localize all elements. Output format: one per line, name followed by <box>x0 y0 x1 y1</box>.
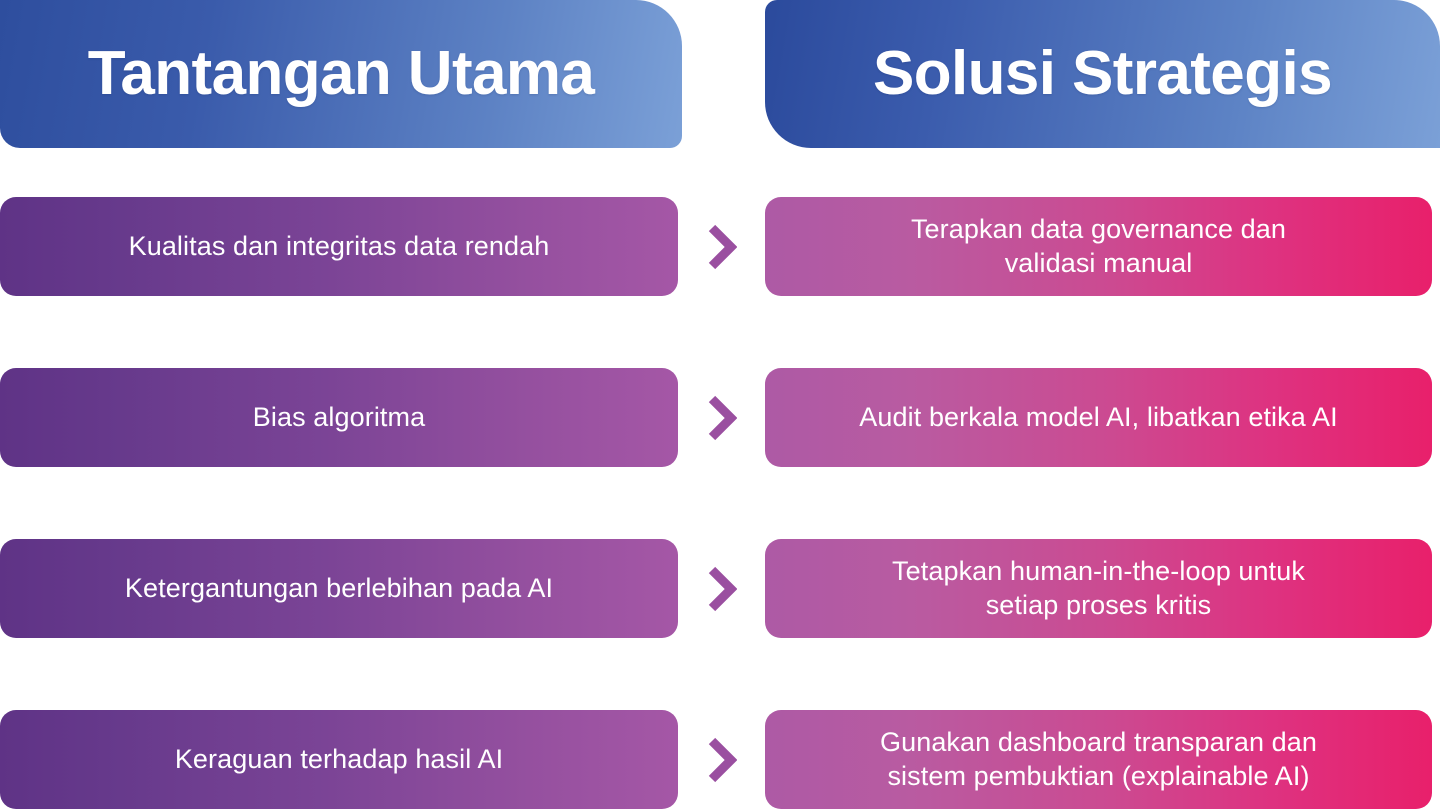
challenge-pill[interactable]: Kualitas dan integritas data rendah <box>0 197 678 296</box>
chevron-right-icon <box>694 197 750 296</box>
header-title-solutions: Solusi Strategis <box>873 39 1333 108</box>
solution-pill[interactable]: Gunakan dashboard transparan dan sistem … <box>765 710 1432 809</box>
solution-label: Tetapkan human-in-the-loop untuk setiap … <box>892 555 1305 620</box>
challenge-label: Ketergantungan berlebihan pada AI <box>124 572 554 603</box>
chevron-right-icon <box>694 710 750 809</box>
challenge-label: Bias algoritma <box>252 401 426 432</box>
solution-label: Audit berkala model AI, libatkan etika A… <box>859 401 1338 432</box>
challenge-pill[interactable]: Ketergantungan berlebihan pada AI <box>0 539 678 638</box>
chevron-right-icon <box>694 368 750 467</box>
solution-pill[interactable]: Audit berkala model AI, libatkan etika A… <box>765 368 1432 467</box>
pair-row: Bias algoritma Audit berkala model AI, l… <box>0 368 1440 467</box>
solution-label: Gunakan dashboard transparan dan sistem … <box>879 726 1318 791</box>
header-banner-solutions: Solusi Strategis <box>765 0 1440 148</box>
header-banner-challenges: Tantangan Utama <box>0 0 682 148</box>
challenge-label: Keraguan terhadap hasil AI <box>174 743 504 774</box>
pair-row: Ketergantungan berlebihan pada AI Tetapk… <box>0 539 1440 638</box>
pair-row: Kualitas dan integritas data rendah Tera… <box>0 197 1440 296</box>
header-row: Tantangan Utama Solusi Strategis <box>0 0 1440 148</box>
challenge-pill[interactable]: Bias algoritma <box>0 368 678 467</box>
solution-pill[interactable]: Terapkan data governance dan validasi ma… <box>765 197 1432 296</box>
chevron-right-icon <box>694 539 750 638</box>
solution-label: Terapkan data governance dan validasi ma… <box>910 213 1287 278</box>
challenge-pill[interactable]: Keraguan terhadap hasil AI <box>0 710 678 809</box>
challenge-label: Kualitas dan integritas data rendah <box>128 230 550 261</box>
pair-row: Keraguan terhadap hasil AI Gunakan dashb… <box>0 710 1440 809</box>
solution-pill[interactable]: Tetapkan human-in-the-loop untuk setiap … <box>765 539 1432 638</box>
header-title-challenges: Tantangan Utama <box>87 39 595 108</box>
